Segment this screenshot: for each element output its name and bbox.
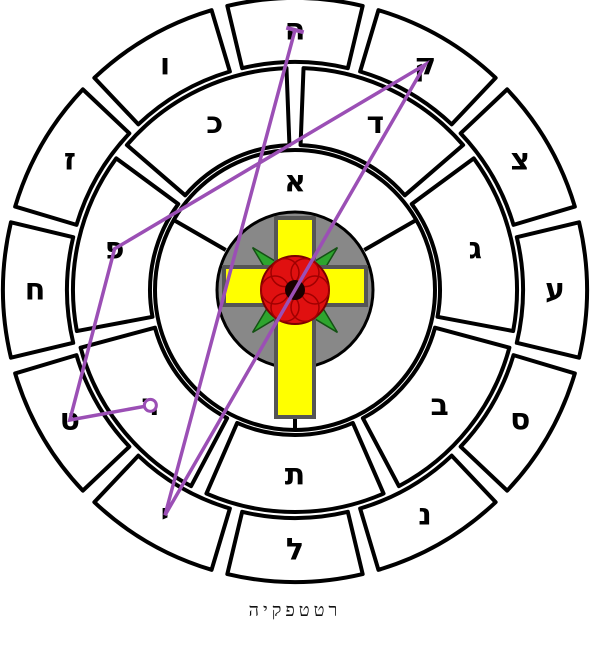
middle-letter: ג — [469, 231, 482, 266]
outer-petal — [358, 8, 498, 127]
middle-letter: ד — [366, 106, 384, 141]
outer-letter: ז — [64, 143, 76, 178]
rose-cross-diagram: הוזחטילנסעצקבגדכפרתא — [1, 0, 589, 584]
outer-petal — [13, 353, 132, 493]
middle-petal — [360, 325, 512, 489]
sigil-end-bar — [285, 25, 305, 35]
outer-petal — [514, 220, 589, 360]
middle-petal — [409, 156, 519, 334]
outer-petal — [458, 87, 577, 227]
outer-letter: ל — [286, 533, 304, 568]
middle-petal — [71, 156, 181, 334]
outer-petal — [92, 453, 232, 572]
outer-petal — [1, 220, 76, 360]
middle-petal — [204, 420, 386, 514]
hebrew-letters: הוזחטילנסעצקבגדכפרתא — [25, 13, 565, 568]
outer-ring — [1, 0, 589, 584]
rose-petal — [290, 292, 320, 323]
middle-letter: ב — [430, 388, 448, 423]
outer-letter: ו — [160, 47, 170, 82]
middle-letter: ת — [285, 458, 306, 493]
outer-petal — [225, 509, 365, 584]
sigil-start-circle — [142, 397, 158, 413]
rose-petal — [290, 257, 320, 288]
inner-divider — [363, 218, 418, 252]
outer-letter: ס — [510, 403, 530, 438]
outer-petal — [13, 87, 132, 227]
outer-letter: ע — [545, 273, 565, 308]
sigil-line — [67, 29, 430, 517]
outer-petal — [358, 453, 498, 572]
outer-letter: צ — [510, 143, 530, 178]
sigil-caption: רטטפקיה — [248, 600, 342, 621]
outer-petal — [92, 8, 232, 127]
outer-letter: ח — [25, 273, 46, 308]
middle-letter: כ — [206, 106, 223, 141]
inner-divider — [172, 218, 227, 252]
middle-petal — [298, 66, 466, 198]
outer-petal — [458, 353, 577, 493]
inner-letter: א — [284, 165, 306, 200]
rose-petal — [270, 292, 300, 323]
rose-petal — [270, 257, 300, 288]
sigil-path — [67, 25, 430, 517]
outer-letter: נ — [418, 498, 432, 533]
